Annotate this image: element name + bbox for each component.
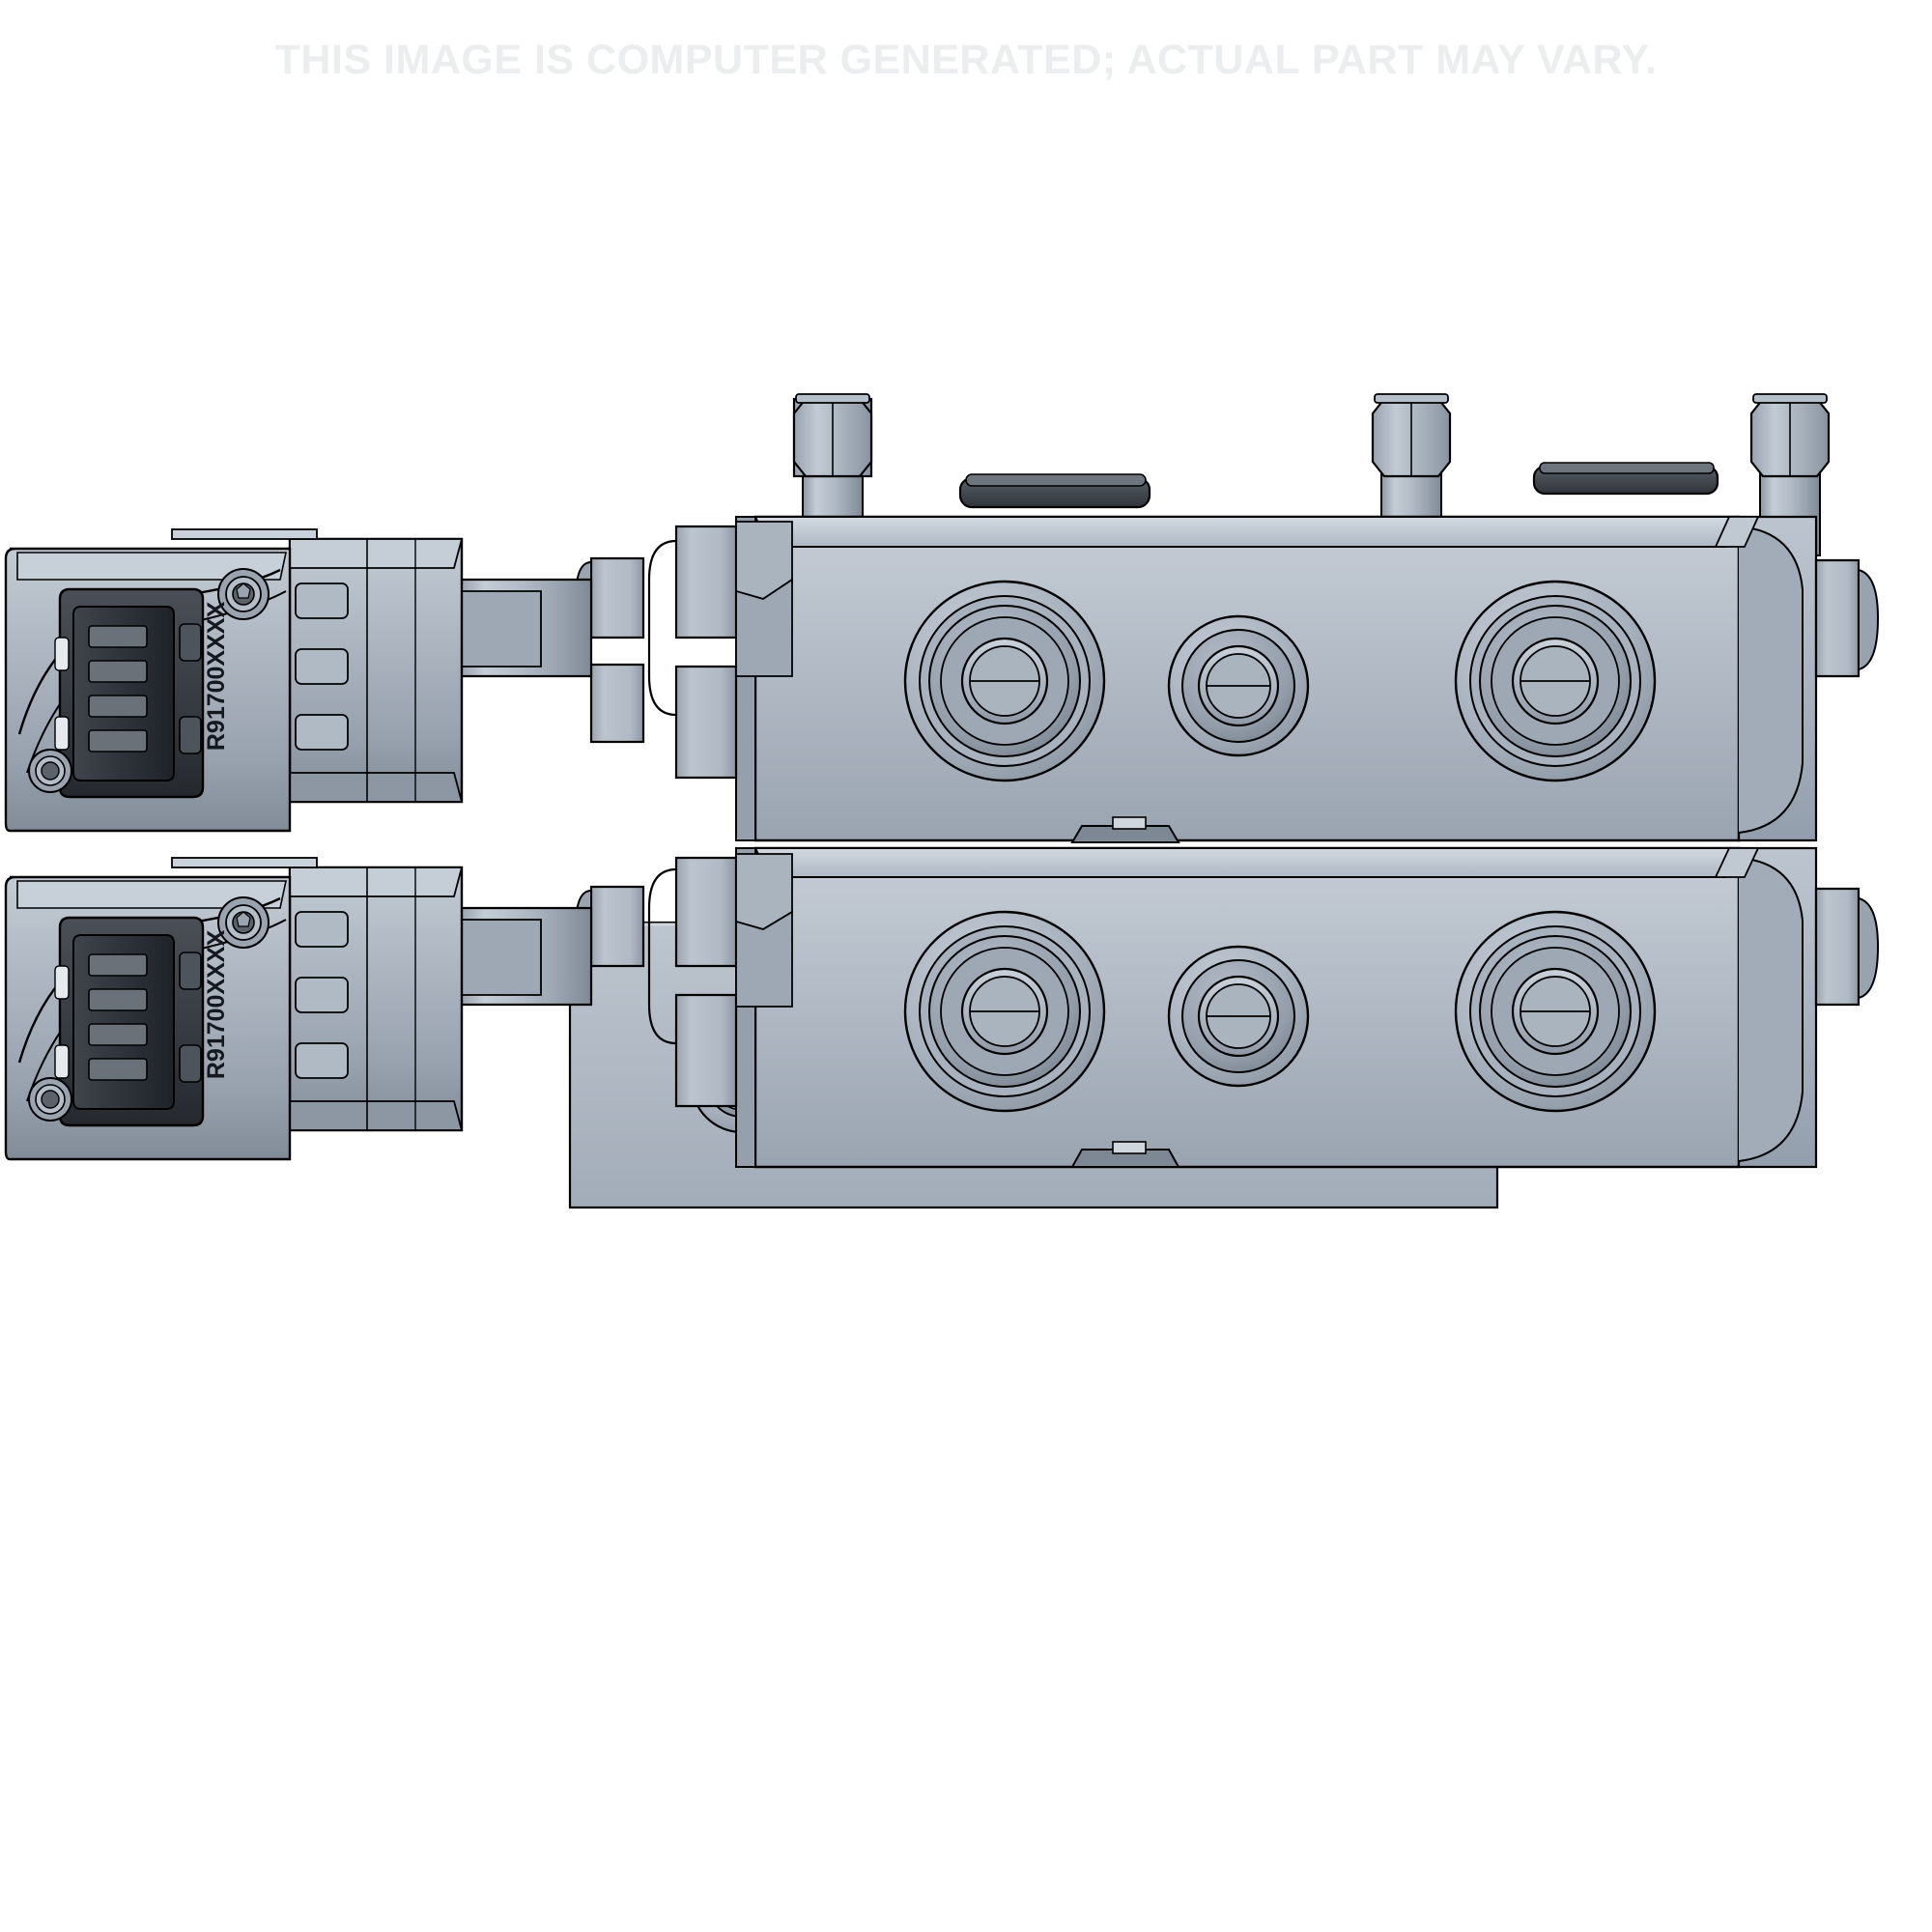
valve-port-upper-2 — [1167, 614, 1310, 757]
watermark-text: THIS IMAGE IS COMPUTER GENERATED; ACTUAL… — [274, 37, 1658, 83]
valve-section-lower — [574, 846, 1880, 1169]
din-connector-top — [54, 587, 205, 799]
solenoid-bottom-part-number: R91700XXXX — [203, 930, 230, 1080]
solenoid-top: R91700XXXX — [4, 528, 593, 833]
valve-port-lower-1 — [903, 910, 1106, 1113]
valve-port-upper-3 — [1454, 580, 1657, 782]
valve-cap-upper-right — [1532, 462, 1719, 496]
hex-nut-upper-far-right — [1749, 393, 1831, 556]
screw-bottom-connector-left — [28, 1077, 72, 1122]
valve-port-upper-1 — [903, 580, 1106, 782]
din-connector-bottom — [54, 916, 205, 1127]
screw-bottom-left — [28, 749, 72, 793]
valve-port-lower-2 — [1167, 945, 1310, 1088]
screw-bottom-connector-right — [217, 896, 270, 949]
screw-top-right — [217, 568, 270, 620]
valve-section-upper — [574, 393, 1880, 843]
solenoid-top-part-number: R91700XXXX — [203, 602, 230, 752]
valve-port-lower-3 — [1454, 910, 1657, 1113]
valve-cap-upper — [958, 473, 1151, 509]
solenoid-bottom: R91700XXXX — [4, 857, 593, 1161]
